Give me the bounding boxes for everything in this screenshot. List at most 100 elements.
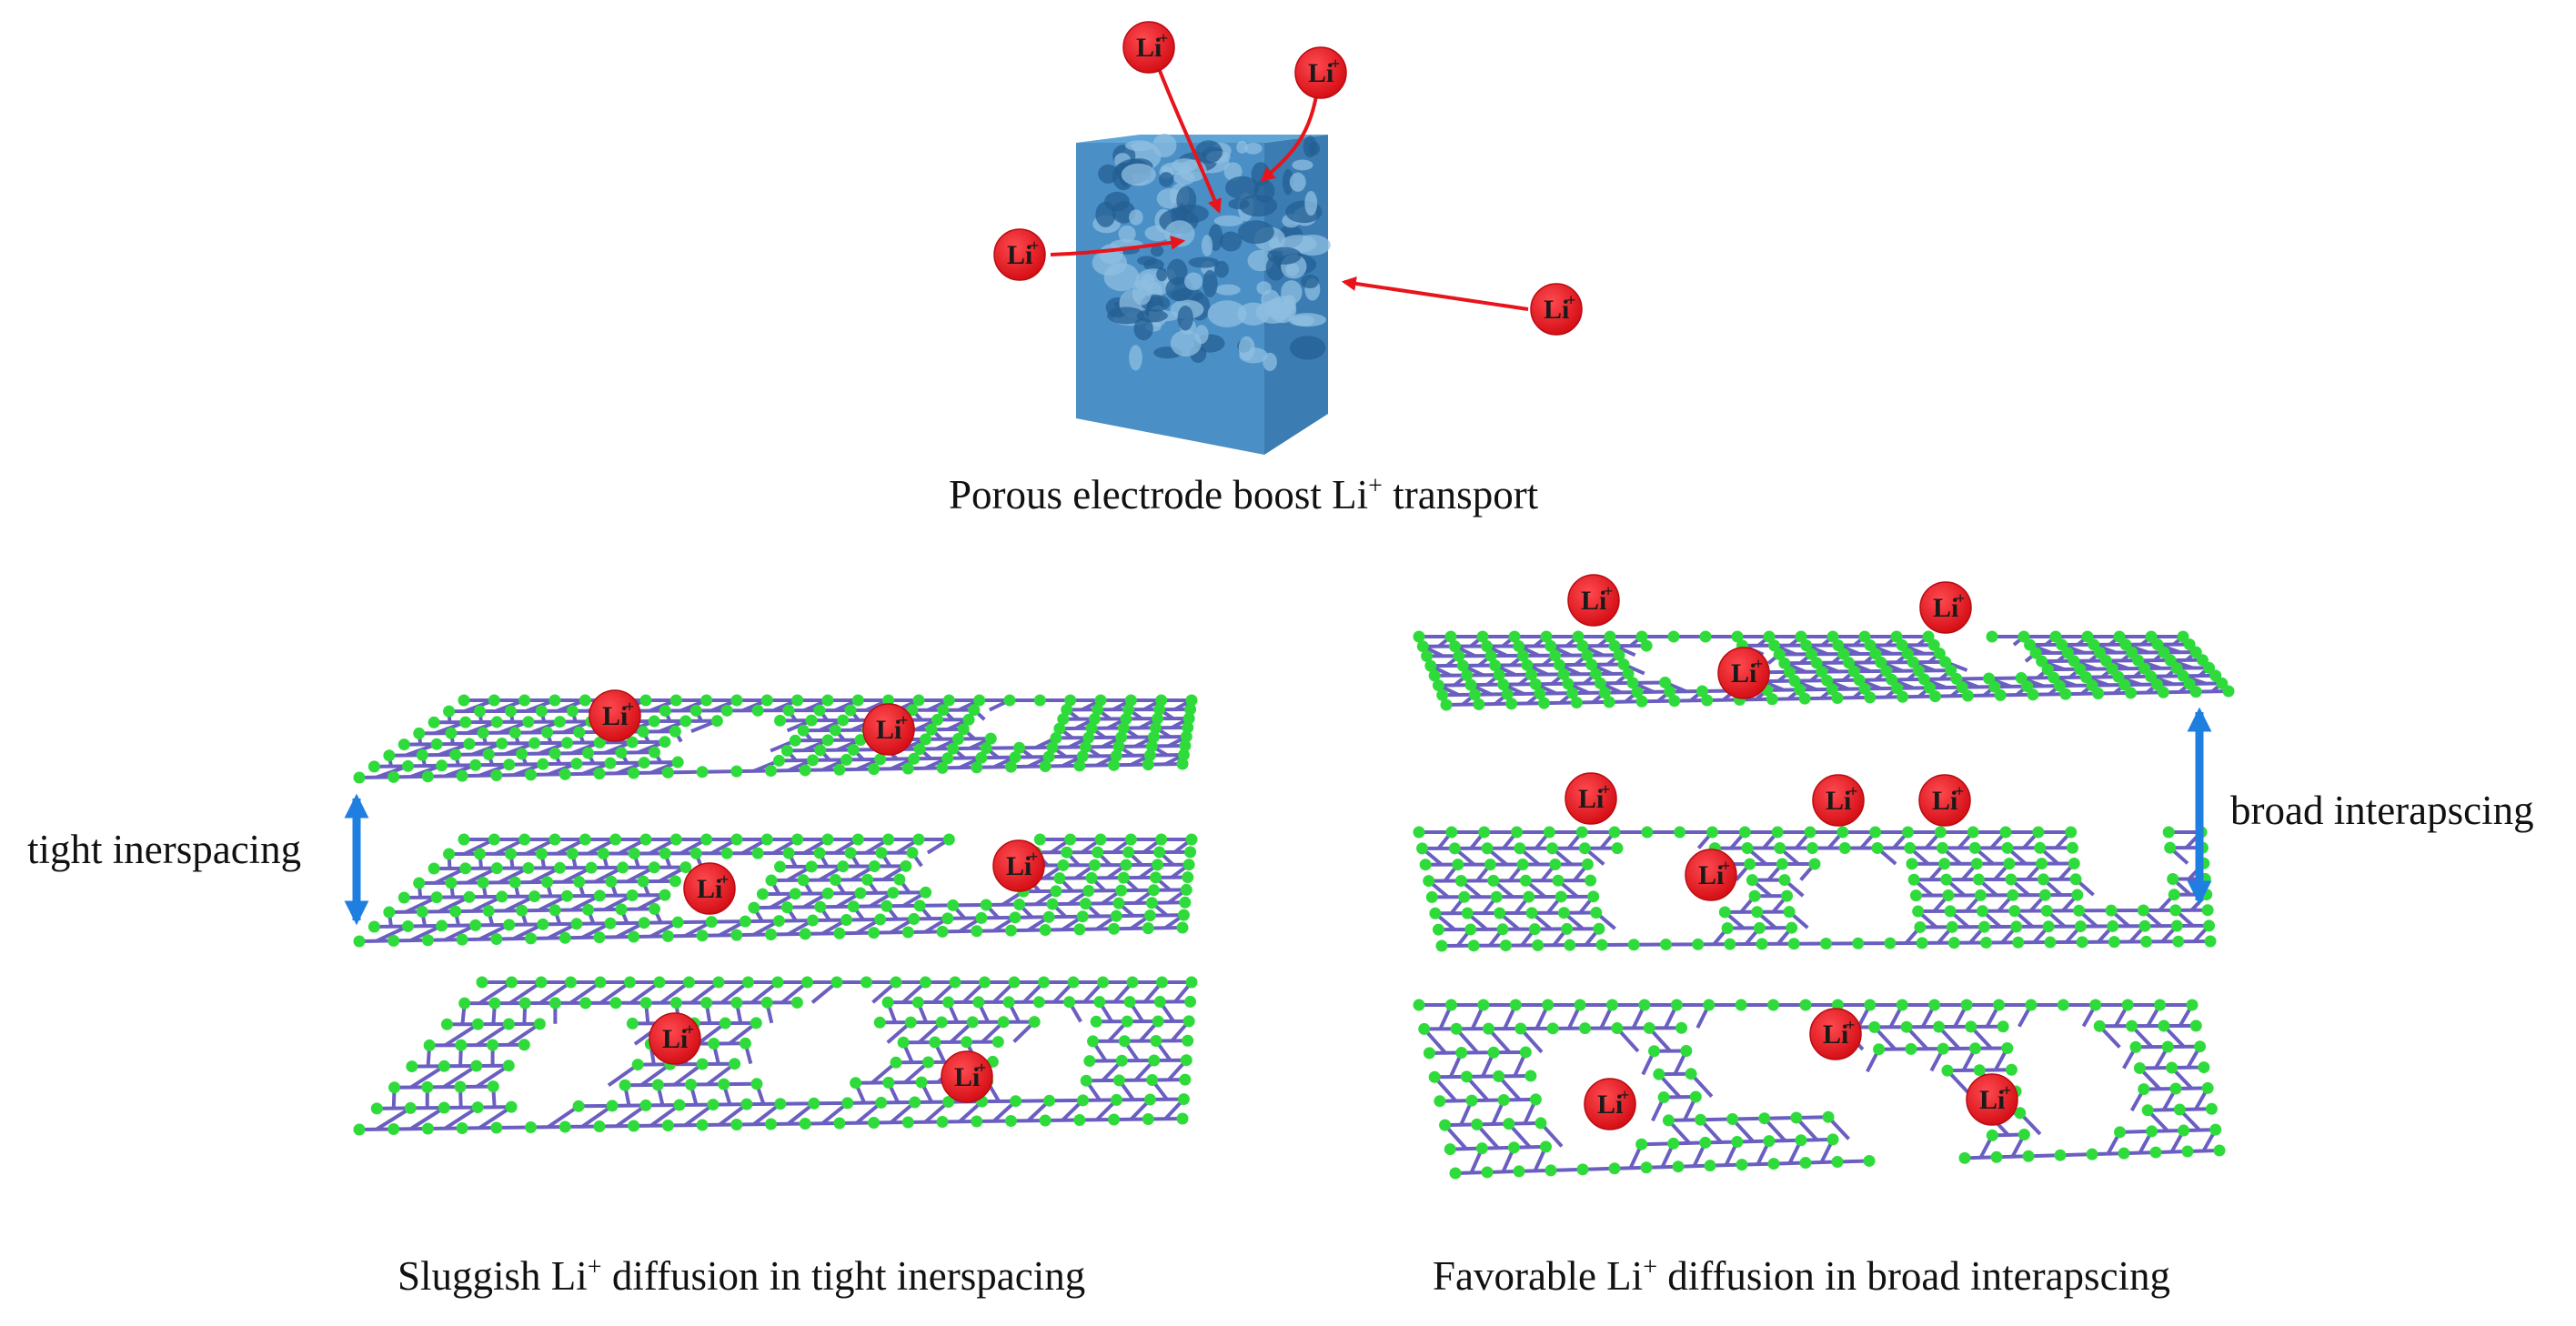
- atom: [851, 833, 864, 846]
- atom: [2068, 655, 2080, 668]
- atom: [471, 1018, 484, 1030]
- atom: [1115, 884, 1128, 897]
- atom: [1970, 858, 1983, 870]
- atom: [471, 1101, 484, 1114]
- bond: [507, 1022, 541, 1047]
- atom: [2003, 858, 2016, 870]
- atom: [449, 905, 462, 918]
- ion-label: Li: [1597, 1090, 1623, 1120]
- atom: [456, 769, 468, 782]
- atom: [1758, 1112, 1771, 1125]
- atom: [1150, 871, 1162, 884]
- atom: [1525, 668, 1538, 681]
- atom: [751, 847, 764, 859]
- ion-circle: [1717, 647, 1770, 699]
- atom: [1570, 697, 1583, 708]
- atom: [582, 747, 595, 759]
- atom: [490, 862, 503, 875]
- ion-charge: +: [899, 711, 908, 729]
- atom: [1112, 897, 1125, 909]
- li-ion: Li+: [1122, 21, 1175, 74]
- atom: [502, 1060, 515, 1072]
- atom: [1475, 1142, 1488, 1155]
- pore: [1239, 195, 1278, 217]
- atom: [908, 912, 921, 925]
- ion-label: Li: [1006, 851, 1031, 881]
- atom: [2027, 688, 2039, 701]
- atom: [980, 899, 992, 911]
- atom: [1657, 1091, 1670, 1104]
- atom: [579, 694, 591, 707]
- atom: [1108, 758, 1121, 771]
- atom: [1061, 703, 1073, 716]
- atom: [1578, 842, 1591, 855]
- atom: [1080, 1074, 1092, 1087]
- atom: [438, 1060, 450, 1072]
- atom: [1990, 1150, 2003, 1163]
- atom: [1816, 666, 1828, 678]
- atom: [2138, 1083, 2150, 1096]
- atom: [2141, 1104, 2154, 1117]
- li-ion: Li+: [1717, 647, 1770, 699]
- atom: [2167, 873, 2179, 886]
- atom: [1509, 999, 1522, 1011]
- atom: [1907, 656, 1919, 668]
- atom: [648, 861, 660, 874]
- atom: [900, 859, 912, 872]
- atom: [1418, 1022, 1431, 1035]
- atom: [1701, 694, 1714, 707]
- atom: [482, 905, 495, 918]
- atom: [1152, 712, 1164, 725]
- pore: [1207, 300, 1247, 327]
- atom: [469, 919, 482, 931]
- atom: [597, 848, 609, 860]
- atom: [1419, 859, 1432, 871]
- atom: [2092, 688, 2105, 699]
- atom: [1958, 1151, 1971, 1164]
- left-layer-top: [353, 694, 1198, 784]
- atom: [1756, 938, 1768, 950]
- atom: [1440, 698, 1453, 711]
- atom: [1748, 889, 1761, 902]
- atom: [488, 833, 500, 846]
- atom: [972, 996, 985, 1009]
- bond: [442, 1064, 478, 1089]
- atom: [508, 876, 521, 889]
- atom: [1965, 1020, 1977, 1033]
- atom: [604, 917, 617, 929]
- atom: [535, 848, 548, 860]
- pore: [1158, 172, 1174, 187]
- atom: [1032, 996, 1045, 1009]
- atom: [525, 768, 538, 781]
- atom: [1182, 712, 1195, 725]
- atom: [402, 919, 415, 932]
- atom: [1416, 640, 1429, 653]
- atom: [1778, 874, 1791, 887]
- atom: [1039, 760, 1052, 772]
- atom: [593, 931, 606, 944]
- atom: [971, 761, 983, 774]
- atom: [649, 746, 661, 758]
- atom: [1896, 638, 1908, 651]
- atom: [1575, 826, 1588, 839]
- atom: [1153, 703, 1166, 716]
- li-ion: Li+: [1567, 574, 1620, 627]
- atom: [383, 906, 396, 919]
- atom: [1182, 871, 1194, 884]
- atom: [528, 737, 541, 749]
- ion-charge: +: [1331, 55, 1340, 73]
- atom: [1456, 659, 1469, 672]
- bond: [375, 1106, 412, 1131]
- left-layer-bottom: [353, 976, 1198, 1136]
- atom: [2044, 936, 2057, 949]
- right-caption-prefix: Favorable Li: [1433, 1253, 1644, 1299]
- atom: [619, 1079, 631, 1091]
- atom: [397, 738, 410, 751]
- atom: [2057, 999, 2069, 1011]
- atom: [2181, 1145, 2194, 1158]
- atom: [1968, 841, 1981, 854]
- bond: [599, 980, 631, 1005]
- atom: [718, 1078, 730, 1090]
- atom: [2194, 1040, 2207, 1053]
- atom: [1115, 731, 1128, 744]
